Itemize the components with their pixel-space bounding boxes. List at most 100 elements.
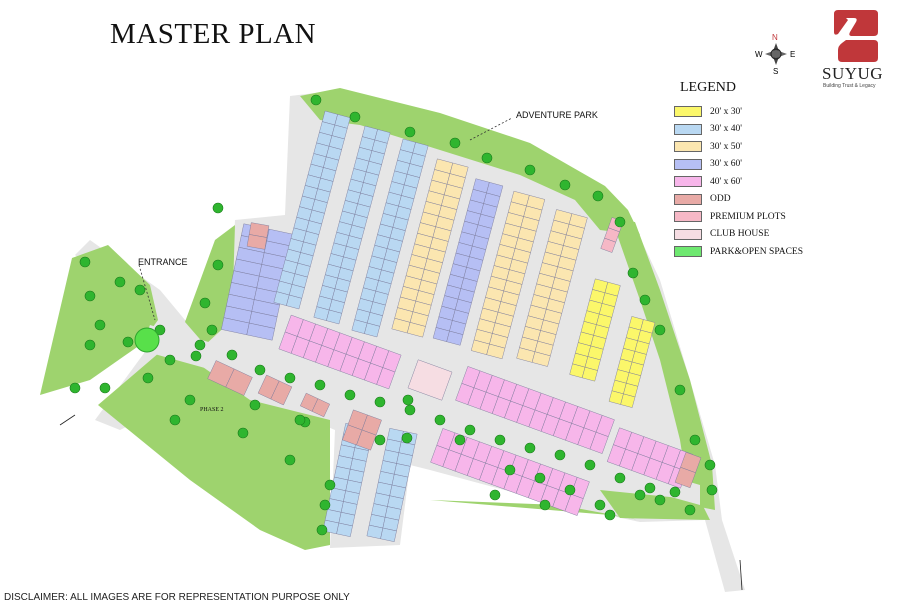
tree-icon (704, 459, 716, 471)
legend-item: ODD (674, 191, 803, 209)
plot-block (246, 222, 270, 250)
legend-swatch (674, 176, 702, 188)
plot (446, 330, 464, 346)
tree-icon (154, 324, 166, 336)
label-phase: PHASE 2 (200, 407, 224, 413)
tree-icon (206, 324, 218, 336)
tree-icon (684, 504, 696, 516)
compass-rose: N W E S (755, 33, 795, 79)
plot-block (516, 209, 588, 367)
tree-icon (634, 489, 646, 501)
plot (376, 367, 396, 390)
tree-icon (319, 499, 331, 511)
tree-icon (69, 382, 81, 394)
tree-icon (404, 126, 416, 138)
tree-icon (434, 414, 446, 426)
tree-icon (249, 399, 261, 411)
plot-block (391, 158, 469, 338)
tree-icon (504, 464, 516, 476)
tree-icon (79, 256, 91, 268)
park-entrance-strip (185, 225, 235, 345)
legend-item: 40' x 60' (674, 173, 803, 191)
plot-block (278, 314, 402, 390)
plot (364, 322, 381, 338)
legend-label: 20' x 30' (710, 106, 742, 117)
legend-swatch (674, 193, 702, 205)
legend-item: 30' x 40' (674, 121, 803, 139)
trees (69, 94, 718, 536)
tree-icon (401, 432, 413, 444)
legend-label: ODD (710, 194, 731, 205)
plot (326, 309, 343, 325)
tree-icon (489, 489, 501, 501)
plot-block (455, 366, 615, 454)
park-right (612, 220, 715, 510)
compass-east: E (790, 50, 796, 59)
tree-icon (344, 389, 356, 401)
tree-icon (627, 267, 639, 279)
plot (620, 393, 636, 408)
tree-icon (212, 259, 224, 271)
road-arrow-left (59, 414, 76, 426)
plot (380, 527, 397, 542)
tree-icon (194, 339, 206, 351)
legend-swatch (674, 246, 702, 258)
legend-label: 30' x 60' (710, 159, 742, 170)
tree-icon (669, 486, 681, 498)
tree-icon (454, 434, 466, 446)
plot (486, 343, 506, 360)
plot (564, 493, 584, 516)
tree-icon (314, 379, 326, 391)
tree-icon (654, 324, 666, 336)
legend-item: 20' x 30' (674, 103, 803, 121)
plots (207, 110, 702, 542)
plot (406, 322, 426, 338)
tree-icon (374, 434, 386, 446)
tree-icon (199, 297, 211, 309)
suyug-logo-icon (834, 10, 878, 62)
legend-label: CLUB HOUSE (710, 229, 770, 240)
plot (581, 366, 598, 382)
compass-west: W (755, 50, 763, 59)
tree-icon (237, 427, 249, 439)
tree-icon (169, 414, 181, 426)
plot-block (674, 451, 702, 489)
park-bottom-strip (600, 490, 710, 520)
plot-block (221, 223, 295, 341)
tree-icon (134, 284, 146, 296)
roundabout (134, 327, 160, 353)
tree-icon (349, 111, 361, 123)
brand-tagline: Building Trust & Legacy (823, 83, 876, 89)
tree-icon (674, 384, 686, 396)
tree-icon (539, 499, 551, 511)
plot-block (207, 360, 253, 396)
plot-block (273, 110, 351, 310)
legend-item: 30' x 50' (674, 138, 803, 156)
tree-icon (254, 364, 266, 376)
legend-swatch (674, 211, 702, 223)
tree-icon (164, 354, 176, 366)
plot (600, 237, 617, 253)
tree-icon (592, 190, 604, 202)
tree-icon (706, 484, 718, 496)
tree-icon (84, 339, 96, 351)
plot-block (407, 359, 453, 401)
plot-block (432, 178, 504, 346)
tree-icon (184, 394, 196, 406)
tree-icon (594, 499, 606, 511)
tree-icon (644, 482, 656, 494)
plot (270, 380, 293, 406)
legend-label: 30' x 50' (710, 141, 742, 152)
tree-icon (464, 424, 476, 436)
tree-icon (554, 449, 566, 461)
disclaimer: DISCLAIMER: ALL IMAGES ARE FOR REPRESENT… (4, 592, 350, 600)
plot-block (606, 427, 694, 489)
legend-swatch (674, 141, 702, 153)
plot (225, 368, 253, 396)
tree-icon (99, 382, 111, 394)
tree-icon (310, 94, 322, 106)
tree-icon (584, 459, 596, 471)
legend-label: 30' x 40' (710, 124, 742, 135)
